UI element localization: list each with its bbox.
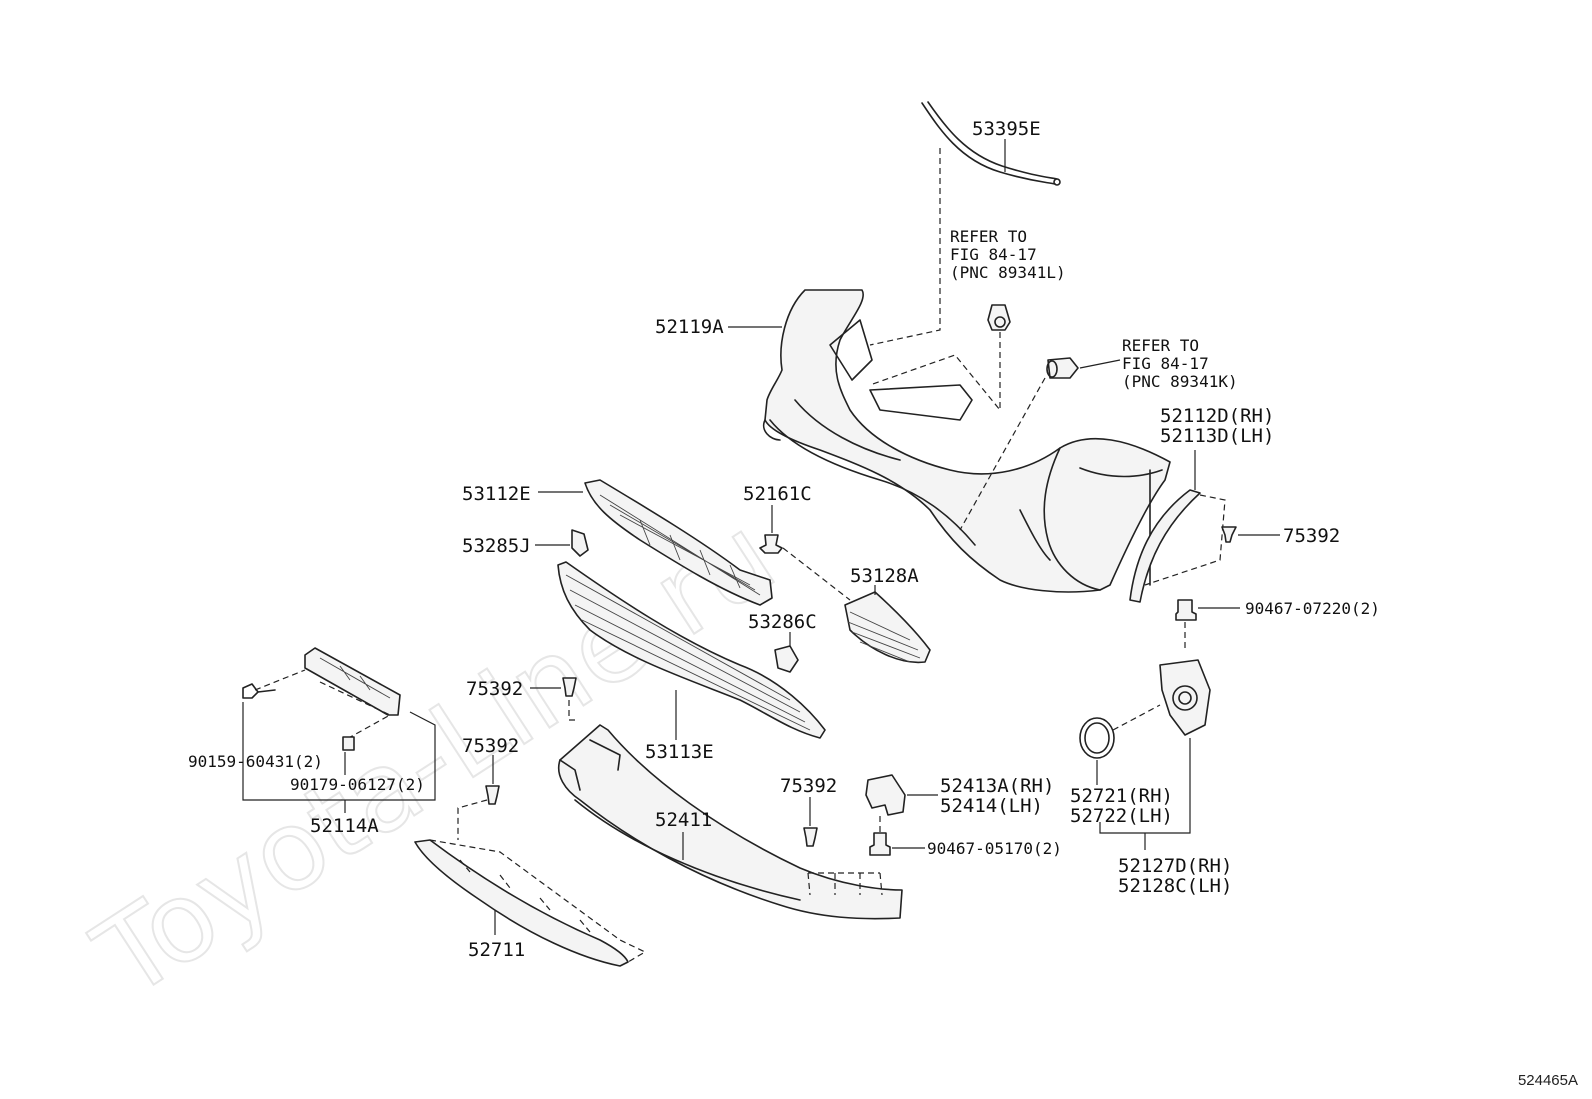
lower-spoiler-52411 [558, 724, 903, 920]
label-52161C: 52161C [743, 483, 812, 505]
label-52127D: 52127D(RH) [1118, 855, 1232, 877]
label-53112E: 53112E [462, 483, 531, 505]
label-75392-c: 75392 [780, 775, 837, 797]
label-75392-a: 75392 [466, 678, 523, 700]
grille-insert-53128A [844, 585, 931, 664]
license-bracket-52114A [242, 647, 436, 813]
clip-75392-c [803, 797, 818, 847]
label-90179-06127: 90179-06127(2) [290, 775, 425, 794]
label-52114A: 52114A [310, 815, 379, 837]
label-53113E: 53113E [645, 741, 714, 763]
upper-grille-53112E [538, 479, 773, 606]
figure-id: 524465A [1517, 1072, 1578, 1089]
molding-strip-53395E [869, 101, 1061, 346]
bracket-53286C [774, 632, 799, 673]
clip-75392-right [1221, 526, 1280, 543]
refer-note-89341L-fig: FIG 84-17 [950, 245, 1037, 264]
sensor-89341L [869, 304, 1011, 412]
label-90159-60431: 90159-60431(2) [188, 752, 323, 771]
fog-ring-52721 [1079, 704, 1161, 785]
label-52414: 52414(LH) [940, 795, 1043, 817]
fastener-90467-07220 [1175, 599, 1240, 650]
label-52721: 52721(RH) [1070, 785, 1173, 807]
label-75392-right: 75392 [1283, 525, 1340, 547]
refer-note-89341K: REFER TO [1122, 336, 1199, 355]
label-90467-07220: 90467-07220(2) [1245, 599, 1380, 618]
label-53128A: 53128A [850, 565, 919, 587]
label-53395E: 53395E [972, 118, 1041, 140]
clip-52161C [759, 505, 851, 601]
label-90467-05170: 90467-05170(2) [927, 839, 1062, 858]
label-52722: 52722(LH) [1070, 805, 1173, 827]
label-53285J: 53285J [462, 535, 531, 557]
lower-grille-53113E [557, 561, 826, 740]
clip-75392-a [530, 677, 578, 721]
label-52119A: 52119A [655, 316, 724, 338]
clip-75392-b [457, 755, 500, 840]
fog-bracket-52127D [1099, 659, 1211, 850]
bracket-53285J [535, 529, 589, 557]
label-52128C: 52128C(LH) [1118, 875, 1232, 897]
label-75392-b: 75392 [462, 735, 519, 757]
refer-note-89341K-fig: FIG 84-17 [1122, 354, 1209, 373]
label-52113D: 52113D(LH) [1160, 425, 1274, 447]
bumper-cover-52119A [728, 289, 1171, 593]
refer-note-89341L-pnc: (PNC 89341L) [950, 263, 1066, 282]
bracket-52413A [865, 774, 938, 816]
label-52411: 52411 [655, 809, 712, 831]
label-52112D: 52112D(RH) [1160, 405, 1274, 427]
sensor-89341K [959, 357, 1121, 531]
fastener-90467-05170 [869, 815, 925, 856]
label-52413A: 52413A(RH) [940, 775, 1054, 797]
label-52711: 52711 [468, 939, 525, 961]
skid-plate-52711 [414, 839, 647, 967]
refer-note-89341L: REFER TO [950, 227, 1027, 246]
refer-note-89341K-pnc: (PNC 89341K) [1122, 372, 1238, 391]
label-53286C: 53286C [748, 611, 817, 633]
